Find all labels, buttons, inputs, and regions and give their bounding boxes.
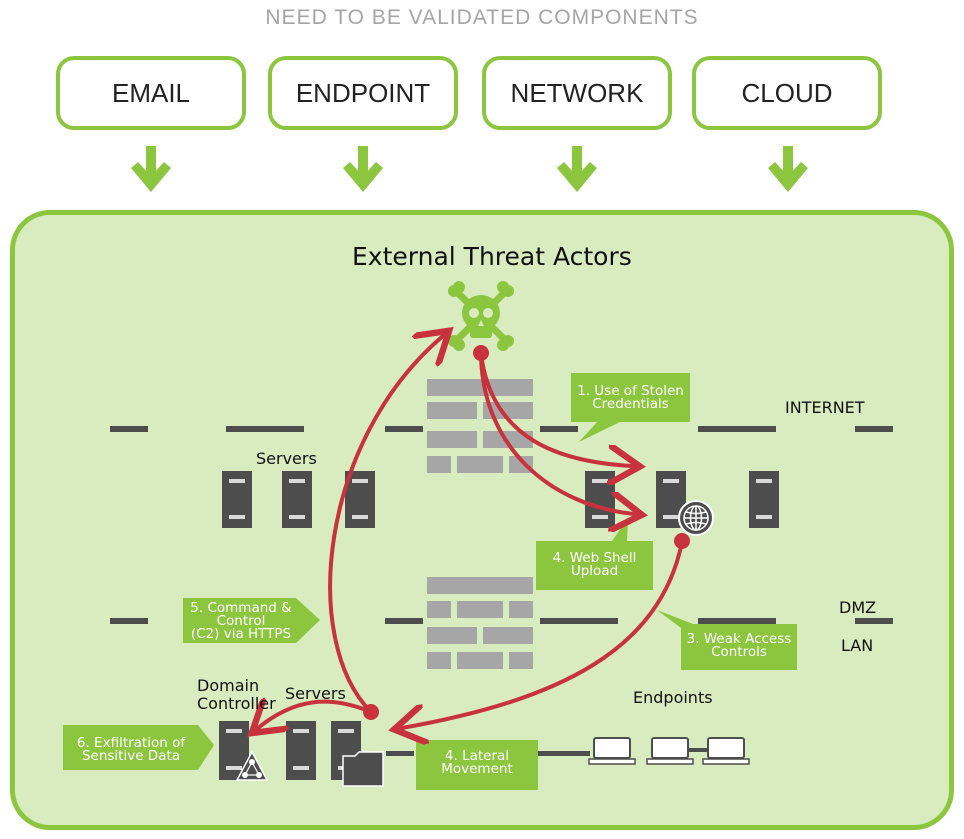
server-icon	[585, 471, 615, 528]
attack-path-credentials	[479, 352, 632, 466]
attack-origin-dot	[473, 345, 489, 361]
servers-bottom-label: Servers	[285, 684, 346, 703]
component-network: NETWORK	[482, 56, 672, 130]
callout-line: Control	[216, 613, 266, 629]
callout-stolen-credentials-box	[571, 373, 690, 442]
callout-line: 4. Lateral	[444, 748, 510, 764]
server-icon	[222, 471, 252, 528]
callout-c2-text: 5. Command & Control (C2) via HTTPS	[183, 600, 299, 642]
callout-web-shell-box	[536, 518, 653, 590]
attack-path-web-shell	[479, 352, 634, 514]
laptop-icon	[702, 737, 750, 765]
callout-line: Credentials	[592, 396, 669, 412]
attack-node-dot	[674, 533, 690, 549]
firewall-lan	[427, 577, 533, 669]
globe-icon	[678, 500, 714, 536]
component-cloud: CLOUD	[692, 56, 882, 130]
callout-line: 5. Command &	[190, 600, 292, 616]
callout-weak-access-box	[657, 610, 797, 670]
component-email: EMAIL	[56, 56, 246, 130]
down-arrow-icon	[557, 146, 597, 192]
callout-stolen-credentials-text: 1. Use of Stolen Credentials	[571, 383, 690, 412]
domain-controller-label-line2: Controller	[197, 694, 276, 713]
domain-controller-label: Domain Controller	[197, 677, 276, 713]
server-icon	[282, 471, 312, 528]
folder-icon	[342, 751, 384, 787]
dmz-lan-boundary-line	[110, 618, 893, 624]
attack-path-lateral	[402, 540, 684, 728]
attack-path-exfiltration	[258, 702, 373, 728]
callout-line: Upload	[570, 563, 619, 579]
callout-line: Movement	[441, 761, 513, 777]
laptop-icon	[646, 737, 694, 765]
callout-lateral-movement-box	[416, 740, 538, 790]
laptop-icon	[588, 737, 636, 765]
server-icon	[286, 721, 316, 780]
callout-web-shell-text: 4. Web Shell Upload	[536, 550, 653, 579]
zone-internet-label: INTERNET	[785, 398, 865, 417]
page-title: NEED TO BE VALIDATED COMPONENTS	[265, 6, 699, 29]
servers-top-label: Servers	[256, 449, 317, 468]
firewall-internet	[427, 379, 533, 473]
lan-link	[538, 751, 590, 756]
callout-line: (C2) via HTTPS	[190, 626, 292, 642]
callout-line: Controls	[711, 644, 767, 660]
callout-line: 3. Weak Access	[686, 631, 792, 647]
domain-controller-badge-icon	[235, 750, 269, 781]
down-arrow-icon	[131, 146, 171, 192]
diagram-title: External Threat Actors	[352, 242, 632, 271]
internet-boundary-line	[110, 426, 893, 432]
down-arrow-icon	[768, 146, 808, 192]
callout-c2-box	[183, 598, 320, 643]
server-icon	[749, 471, 779, 528]
down-arrow-icon	[343, 146, 383, 192]
component-endpoint: ENDPOINT	[268, 56, 458, 130]
callout-lateral-movement-text: 4. Lateral Movement	[416, 748, 538, 777]
down-arrows	[131, 146, 808, 192]
zone-lan-label: LAN	[841, 636, 874, 655]
attack-node-dot	[363, 704, 379, 720]
callout-line: Sensitive Data	[81, 748, 181, 764]
endpoints-label: Endpoints	[633, 688, 713, 707]
callout-line: 6. Exfiltration of	[76, 735, 186, 751]
callout-exfiltration-box	[63, 725, 214, 770]
skull-crossbones-icon	[448, 281, 514, 351]
attack-path-c2	[328, 336, 443, 714]
lan-link	[386, 751, 414, 756]
callout-line: 4. Web Shell	[552, 550, 637, 566]
callout-line: 1. Use of Stolen	[577, 383, 684, 399]
callout-weak-access-text: 3. Weak Access Controls	[681, 631, 797, 660]
server-icon	[345, 471, 375, 528]
domain-controller-label-line1: Domain	[197, 676, 260, 695]
zone-dmz-label: DMZ	[839, 598, 877, 617]
lan-link	[668, 748, 712, 752]
callout-exfiltration-text: 6. Exfiltration of Sensitive Data	[63, 735, 199, 764]
